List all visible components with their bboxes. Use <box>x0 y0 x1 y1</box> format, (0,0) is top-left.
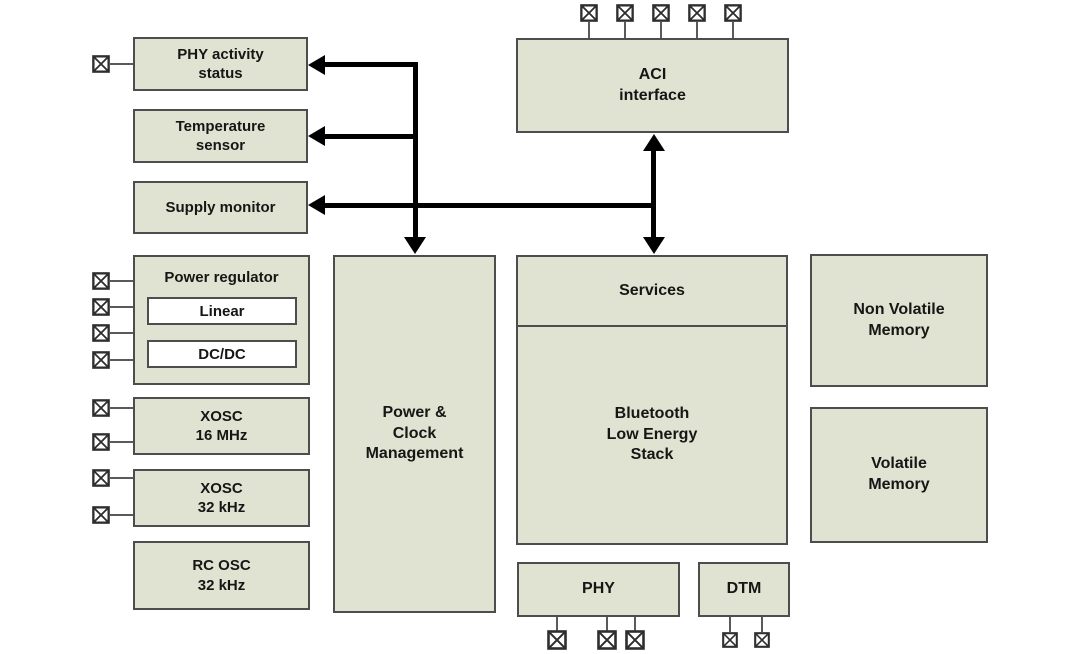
pin-stem <box>556 615 558 631</box>
pin-stem <box>588 22 590 38</box>
pin-icon <box>92 433 110 451</box>
arrowhead-left-phy-activity-icon <box>308 55 325 75</box>
pin-icon <box>688 4 706 22</box>
block-power-clock-management: Power & Clock Management <box>333 255 496 613</box>
pin-stem <box>110 280 133 282</box>
pin-icon <box>92 469 110 487</box>
block-rc-osc-32khz-label: RC OSC 32 kHz <box>192 557 251 594</box>
block-dtm: DTM <box>698 562 790 617</box>
pin-stem <box>110 306 133 308</box>
block-supply-monitor-label: Supply monitor <box>165 198 276 216</box>
block-xosc-32khz: XOSC 32 kHz <box>133 469 310 527</box>
pin-icon <box>92 399 110 417</box>
arrowhead-down-power-clock-icon <box>404 237 426 254</box>
block-aci-interface: ACI interface <box>516 38 789 133</box>
block-supply-monitor: Supply monitor <box>133 181 308 234</box>
block-non-volatile-memory-label: Non Volatile Memory <box>853 300 945 339</box>
connector-trunk-line <box>413 62 418 239</box>
pin-icon <box>92 272 110 290</box>
block-phy: PHY <box>517 562 680 617</box>
pin-icon <box>754 632 770 648</box>
block-dtm-label: DTM <box>726 580 762 598</box>
arrowhead-up-aci-icon <box>643 134 665 151</box>
block-services: Services <box>518 257 786 327</box>
pin-stem <box>606 615 608 631</box>
arrowhead-left-supply-icon <box>308 195 325 215</box>
block-xosc-32khz-label: XOSC 32 kHz <box>197 479 246 517</box>
block-phy-activity-status-label: PHY activity status <box>177 45 264 83</box>
pin-icon <box>652 4 670 22</box>
block-volatile-memory: Volatile Memory <box>810 407 988 543</box>
block-linear-regulator: Linear <box>147 297 297 325</box>
block-linear-regulator-label: Linear <box>199 302 245 320</box>
pin-stem <box>110 477 133 479</box>
block-xosc-16mhz-label: XOSC 16 MHz <box>195 407 248 445</box>
pin-icon <box>722 632 738 648</box>
pin-stem <box>624 22 626 38</box>
pin-stem <box>660 22 662 38</box>
pin-stem <box>761 615 763 632</box>
pin-stem <box>729 615 731 632</box>
pin-stem <box>110 407 133 409</box>
pin-stem <box>110 63 133 65</box>
pin-icon <box>724 4 742 22</box>
block-non-volatile-memory: Non Volatile Memory <box>810 254 988 387</box>
pin-stem <box>110 514 133 516</box>
pin-icon <box>92 324 110 342</box>
pin-icon <box>616 4 634 22</box>
block-temperature-sensor: Temperature sensor <box>133 109 308 163</box>
pin-icon <box>92 55 110 73</box>
pin-icon <box>625 630 645 650</box>
block-services-ble-stack: Services Bluetooth Low Energy Stack <box>516 255 788 545</box>
block-power-regulator-label: Power regulator <box>164 269 279 286</box>
pin-stem <box>732 22 734 38</box>
block-dcdc-regulator: DC/DC <box>147 340 297 368</box>
block-dcdc-regulator-label: DC/DC <box>198 345 246 363</box>
arrowhead-down-services-icon <box>643 237 665 254</box>
block-rc-osc-32khz: RC OSC 32 kHz <box>133 541 310 610</box>
connector-supply-bus-line <box>322 203 656 208</box>
block-ble-stack: Bluetooth Low Energy Stack <box>518 327 786 543</box>
block-xosc-16mhz: XOSC 16 MHz <box>133 397 310 455</box>
connector-phy-activity-line <box>322 62 418 67</box>
connector-aci-services-line <box>651 149 656 239</box>
block-power-clock-management-label: Power & Clock Management <box>365 403 464 463</box>
block-phy-label: PHY <box>582 580 615 598</box>
pin-stem <box>634 615 636 631</box>
pin-icon <box>92 298 110 316</box>
block-temperature-sensor-label: Temperature sensor <box>175 117 266 155</box>
pin-icon <box>597 630 617 650</box>
pin-stem <box>110 332 133 334</box>
arrowhead-left-temperature-icon <box>308 126 325 146</box>
pin-icon <box>92 351 110 369</box>
connector-temperature-line <box>322 134 418 139</box>
pin-icon <box>580 4 598 22</box>
pin-icon <box>92 506 110 524</box>
block-ble-stack-label: Bluetooth Low Energy Stack <box>606 404 698 464</box>
block-aci-interface-label: ACI interface <box>619 65 686 104</box>
pin-stem <box>110 359 133 361</box>
pin-stem <box>696 22 698 38</box>
block-phy-activity-status: PHY activity status <box>133 37 308 91</box>
block-volatile-memory-label: Volatile Memory <box>868 455 930 493</box>
pin-icon <box>547 630 567 650</box>
block-services-label: Services <box>619 281 685 299</box>
pin-stem <box>110 441 133 443</box>
